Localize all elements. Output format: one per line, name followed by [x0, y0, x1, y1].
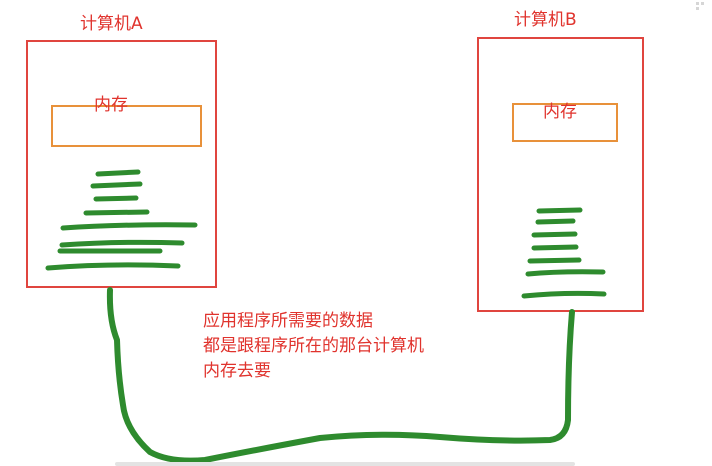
computer-a-memory-box: [51, 105, 202, 147]
computer-a-box: [26, 40, 217, 288]
explanation-note: 应用程序所需要的数据 都是跟程序所在的那台计算机 内存去要: [203, 309, 424, 384]
computer-b-memory-box: [512, 103, 618, 142]
corner-handle-icon: [696, 2, 708, 10]
computer-b-memory-label: 内存: [543, 102, 577, 122]
computer-a-title: 计算机A: [80, 14, 143, 34]
computer-b-box: [477, 37, 644, 312]
computer-a-program-stack: [45, 169, 198, 271]
horizontal-scrollbar[interactable]: [115, 462, 575, 466]
note-line-1: 应用程序所需要的数据: [203, 311, 373, 331]
note-line-3: 内存去要: [203, 361, 271, 381]
computer-b-program-stack: [521, 207, 607, 299]
computer-a-memory-label: 内存: [94, 95, 128, 115]
computer-b-title: 计算机B: [514, 10, 577, 30]
connection-line: [106, 287, 575, 464]
note-line-2: 都是跟程序所在的那台计算机: [203, 336, 424, 356]
